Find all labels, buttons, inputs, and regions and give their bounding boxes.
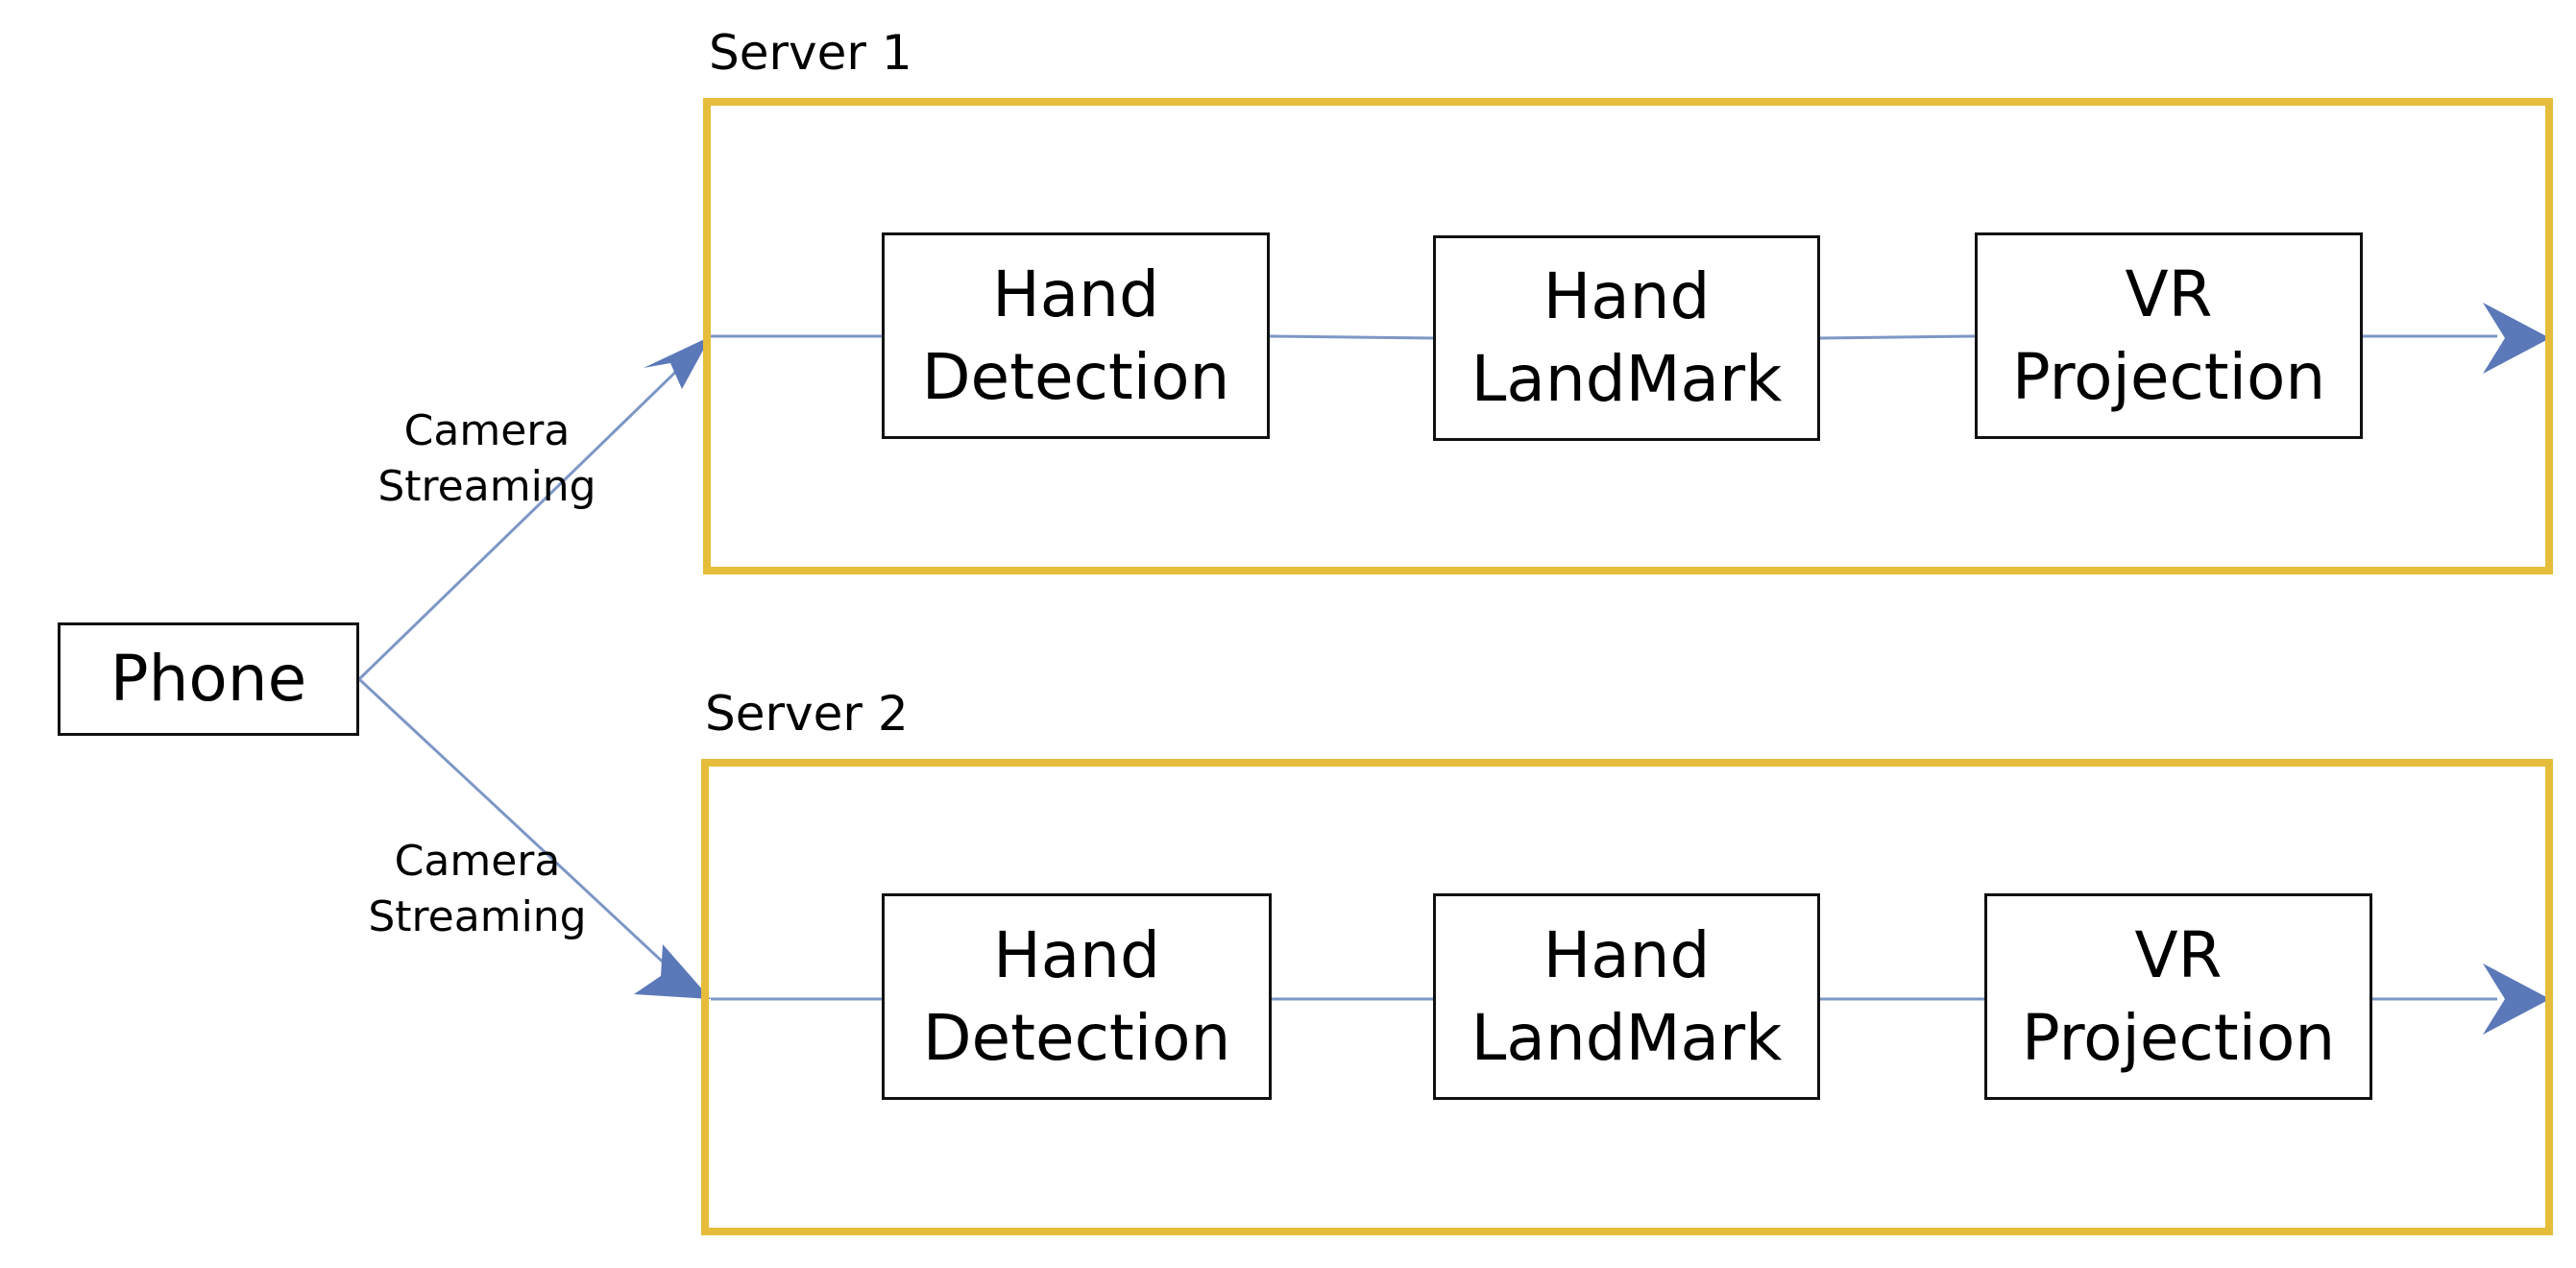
server-2-title: Server 2 (705, 686, 909, 742)
arrowhead-icon (644, 336, 711, 389)
flow-line (1819, 334, 1976, 340)
phone-box: Phone (58, 622, 359, 736)
camera-streaming-label-2: Camera Streaming (357, 834, 597, 945)
label-line: Camera (403, 406, 571, 455)
server-1-frame (703, 98, 2553, 574)
stage-label: Hand (992, 256, 1159, 331)
arrowhead-icon (634, 944, 711, 999)
server-2-vr-projection-box: VR Projection (1984, 893, 2372, 1100)
server-1-hand-detection-box: Hand Detection (882, 232, 1270, 439)
server-1-flow (711, 303, 2550, 374)
stage-label: LandMark (1470, 342, 1783, 416)
stage-label: Projection (2011, 339, 2326, 414)
output-arrow-icon (2483, 303, 2550, 374)
camera-streaming-label-1: Camera Streaming (367, 403, 607, 515)
stage-label: VR (2134, 917, 2223, 992)
server-2-frame (701, 759, 2553, 1235)
stage-label: Detection (921, 339, 1230, 414)
connector-line (357, 358, 690, 681)
flow-line (1269, 334, 1434, 340)
label-line: Camera (394, 837, 561, 886)
stage-label: Detection (922, 1000, 1231, 1075)
stage-label: Projection (2021, 1000, 2336, 1075)
server-2-hand-landmark-box: Hand LandMark (1433, 893, 1820, 1100)
label-line: Streaming (368, 892, 587, 941)
label-line: Streaming (377, 462, 596, 511)
server-1-hand-landmark-box: Hand LandMark (1433, 235, 1820, 441)
stage-label: VR (2125, 256, 2213, 331)
stage-label: LandMark (1470, 1000, 1783, 1075)
server-1-vr-projection-box: VR Projection (1975, 232, 2363, 439)
server-2-hand-detection-box: Hand Detection (882, 893, 1272, 1100)
connector-line (357, 677, 684, 982)
stage-label: Hand (993, 917, 1160, 992)
phone-label: Phone (109, 642, 307, 716)
phone-to-server-1-connector (357, 336, 711, 681)
stage-label: Hand (1543, 917, 1711, 992)
server-1-title: Server 1 (709, 25, 912, 81)
output-arrow-icon (2483, 963, 2550, 1035)
phone-to-server-2-connector (357, 677, 711, 999)
stage-label: Hand (1543, 259, 1711, 333)
server-2-flow (711, 963, 2550, 1035)
